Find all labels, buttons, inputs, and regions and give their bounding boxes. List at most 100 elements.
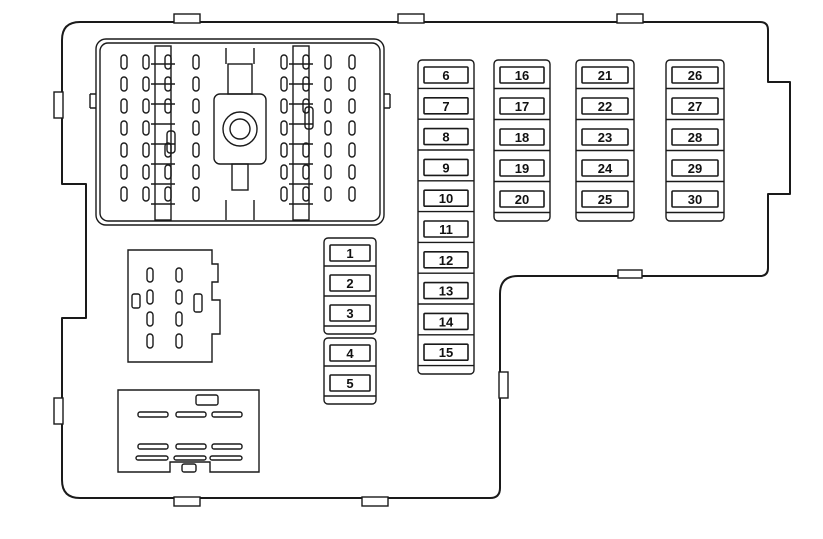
fuse-label: 3 xyxy=(346,306,353,321)
terminal-slot xyxy=(142,164,150,180)
fuse-holder xyxy=(323,337,377,405)
fuse-30[interactable]: 30 xyxy=(666,190,724,214)
terminal-slot xyxy=(302,142,310,158)
fuse-22[interactable]: 22 xyxy=(576,97,634,121)
terminal-slot xyxy=(164,54,172,70)
fuse-label: 21 xyxy=(598,68,612,83)
fuse-1[interactable]: 1 xyxy=(324,244,376,267)
fuse-body xyxy=(329,374,371,392)
fuse-15[interactable]: 15 xyxy=(418,343,474,367)
fuse-layer: 1234567891011121314151617181920212223242… xyxy=(323,59,725,405)
fuse-5[interactable]: 5 xyxy=(324,374,376,397)
fuse-label: 30 xyxy=(688,192,702,207)
mount-tab xyxy=(53,397,64,425)
fuse-label: 25 xyxy=(598,192,612,207)
fuse-8[interactable]: 8 xyxy=(418,127,474,151)
fuse-11[interactable]: 11 xyxy=(418,220,474,244)
fuse-body xyxy=(581,159,629,177)
fuse-6[interactable]: 6 xyxy=(418,66,474,90)
fuse-9[interactable]: 9 xyxy=(418,158,474,182)
terminal-slot xyxy=(324,186,332,202)
terminal-slot xyxy=(120,120,128,136)
terminal-slot xyxy=(175,311,183,327)
fuse-29[interactable]: 29 xyxy=(666,159,724,183)
terminal-slot xyxy=(348,120,356,136)
fuse-19[interactable]: 19 xyxy=(494,159,550,183)
fuse-label: 15 xyxy=(439,345,453,360)
fuse-label: 27 xyxy=(688,99,702,114)
fuse-3[interactable]: 3 xyxy=(324,304,376,327)
fuse-28[interactable]: 28 xyxy=(666,128,724,152)
fuse-body xyxy=(671,97,719,115)
fuse-20[interactable]: 20 xyxy=(494,190,550,214)
fuse-holder xyxy=(575,59,635,222)
fuse-label: 9 xyxy=(442,160,449,175)
terminal-slot xyxy=(348,142,356,158)
fuse-body xyxy=(581,128,629,146)
fuse-body xyxy=(671,190,719,208)
connector-rail xyxy=(154,45,172,221)
fuse-label: 1 xyxy=(346,246,353,261)
fuse-label: 24 xyxy=(598,161,613,176)
fuse-18[interactable]: 18 xyxy=(494,128,550,152)
terminal-slot xyxy=(120,164,128,180)
fuse-label: 26 xyxy=(688,68,702,83)
terminal-slot xyxy=(280,98,288,114)
terminal-slot xyxy=(142,54,150,70)
relay-block xyxy=(127,249,221,363)
fuse-27[interactable]: 27 xyxy=(666,97,724,121)
fuse-label: 8 xyxy=(442,130,449,145)
terminal-slot xyxy=(348,98,356,114)
fuse-16[interactable]: 16 xyxy=(494,66,550,90)
fuse-24[interactable]: 24 xyxy=(576,159,634,183)
fuse-12[interactable]: 12 xyxy=(418,251,474,274)
fuse-body xyxy=(499,128,545,146)
fuse-label: 4 xyxy=(346,346,354,361)
terminal-slot xyxy=(146,311,154,327)
panel-housing-outline xyxy=(61,21,791,499)
fuse-group: 21 22 23 24 25 xyxy=(575,59,635,222)
fuse-25[interactable]: 25 xyxy=(576,190,634,214)
fuse-10[interactable]: 10 xyxy=(418,189,474,213)
fuse-23[interactable]: 23 xyxy=(576,128,634,152)
fuse-26[interactable]: 26 xyxy=(666,66,724,90)
terminal-slot xyxy=(348,164,356,180)
terminal-slot xyxy=(280,76,288,92)
fuse-17[interactable]: 17 xyxy=(494,97,550,121)
terminal-slot xyxy=(211,411,243,418)
terminal-slot xyxy=(146,267,154,283)
mount-tab xyxy=(173,496,201,507)
mount-tab xyxy=(617,269,643,279)
terminal-slot xyxy=(192,186,200,202)
terminal-slot xyxy=(175,289,183,305)
fuse-4[interactable]: 4 xyxy=(324,344,376,367)
terminal-slot xyxy=(324,98,332,114)
fuse-body xyxy=(499,66,545,84)
fuse-body xyxy=(329,274,371,292)
fuse-21[interactable]: 21 xyxy=(576,66,634,90)
terminal-slot xyxy=(324,120,332,136)
fuse-group: 16 17 18 19 20 xyxy=(493,59,551,222)
terminal-slot xyxy=(302,164,310,180)
fuse-7[interactable]: 7 xyxy=(418,97,474,120)
fuse-label: 19 xyxy=(515,161,529,176)
fuse-holder xyxy=(323,237,377,335)
terminal-slot xyxy=(146,333,154,349)
fuse-body xyxy=(499,97,545,115)
terminal-slot xyxy=(192,164,200,180)
fuse-group: 26 27 28 29 30 xyxy=(665,59,725,222)
terminal-slot xyxy=(164,164,172,180)
fuse-14[interactable]: 14 xyxy=(418,312,474,336)
terminal-slot xyxy=(175,411,207,418)
terminal-slot xyxy=(280,142,288,158)
fuse-label: 7 xyxy=(442,99,449,114)
fuse-body xyxy=(423,281,469,300)
terminal-slot xyxy=(324,54,332,70)
fuse-label: 20 xyxy=(515,192,529,207)
fuse-13[interactable]: 13 xyxy=(418,281,474,305)
terminal-slot xyxy=(324,142,332,158)
fuse-2[interactable]: 2 xyxy=(324,274,376,297)
fuse-label: 12 xyxy=(439,253,453,268)
fuse-body xyxy=(329,344,371,362)
fuse-label: 2 xyxy=(346,276,353,291)
